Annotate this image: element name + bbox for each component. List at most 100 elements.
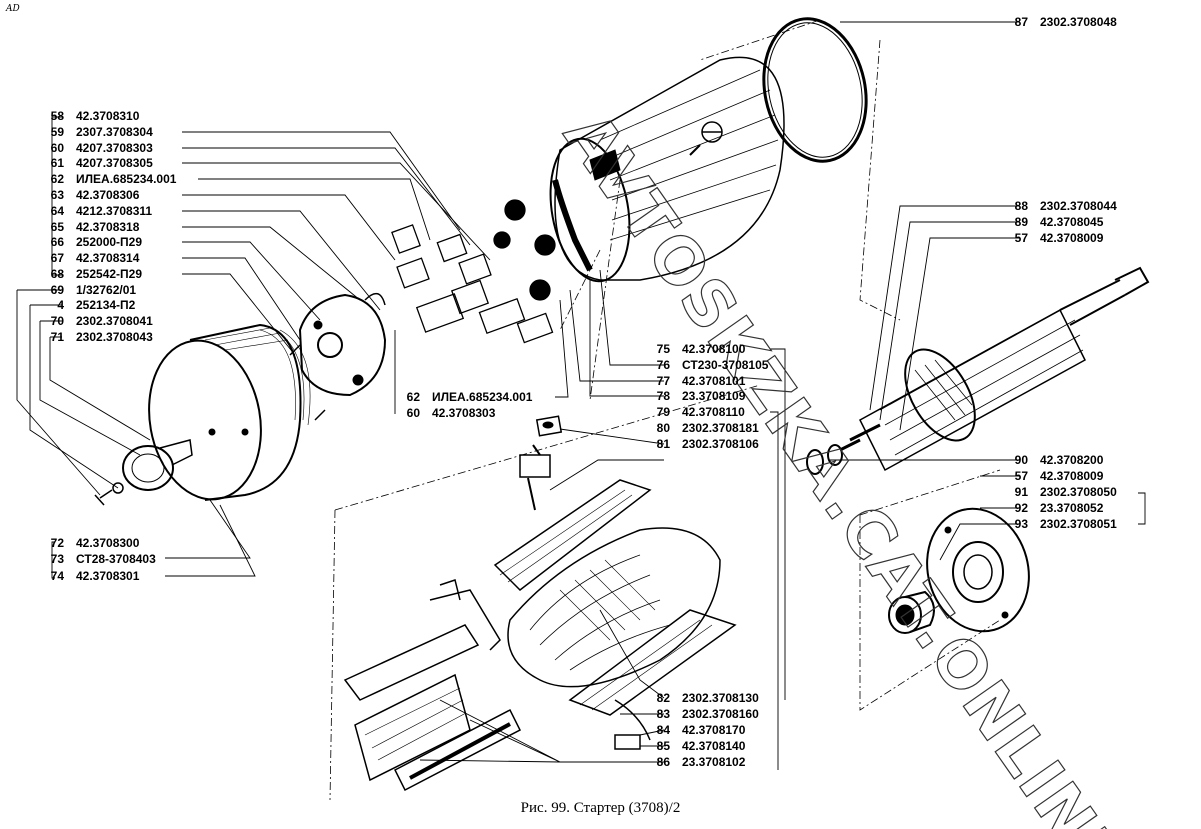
part-number: 252542-П29 (76, 267, 143, 281)
part-number: 23.3708102 (682, 755, 746, 769)
callout-number: 83 (656, 707, 670, 721)
callout: 4 252134-П2 (40, 298, 135, 312)
terminal-parts (519, 415, 563, 511)
callout: 60 4207.3708303 (40, 141, 153, 155)
small-screws (94, 344, 326, 506)
connector-wires (439, 579, 651, 750)
drive-end-cover (926, 507, 1030, 633)
washer-ring (806, 444, 843, 475)
callout: 86 23.3708102 (646, 755, 746, 769)
callout-number: 90 (1014, 453, 1028, 467)
part-number: ИЛЕА.685234.001 (76, 172, 177, 186)
sealing-ring-87 (762, 17, 868, 163)
part-number: 2302.3708043 (76, 330, 153, 344)
part-number: 42.3708310 (76, 109, 140, 123)
part-number: 42.3708045 (1040, 215, 1104, 229)
callout: 57 42.3708009 (1004, 469, 1104, 483)
callout-number: 69 (50, 283, 64, 297)
callout: 59 2307.3708304 (40, 125, 153, 139)
part-number: 42.3708200 (1040, 453, 1104, 467)
part-number: 42.3708009 (1040, 469, 1104, 483)
callout-number: 59 (50, 125, 64, 139)
part-number: 42.3708300 (76, 536, 140, 550)
callout-number: 57 (1014, 469, 1028, 483)
brush-plate (298, 293, 387, 397)
part-number: 252000-П29 (76, 235, 143, 249)
callout: 89 42.3708045 (1004, 215, 1104, 229)
part-number: 1/32762/01 (76, 283, 137, 297)
callout-number: 78 (656, 389, 670, 403)
callout-number: 81 (656, 437, 670, 451)
leader-lines (16, 21, 1146, 770)
part-number: 252134-П2 (76, 298, 136, 312)
part-number: 2302.3708160 (682, 707, 759, 721)
callout-number: 93 (1014, 517, 1028, 531)
callout: 66 252000-П29 (40, 235, 142, 249)
callout: 71 2302.3708043 (40, 330, 153, 344)
callout-number: 60 (50, 141, 64, 155)
part-number: 2302.3708130 (682, 691, 759, 705)
corner-mark: AD (6, 4, 20, 14)
figure-caption: Рис. 99. Стартер (3708)/2 (520, 800, 681, 816)
part-number: 2307.3708304 (76, 125, 153, 139)
part-number: 42.3708100 (682, 342, 746, 356)
callout: 58 42.3708310 (40, 109, 140, 123)
bearing-bushing (888, 590, 935, 634)
callout-number: 57 (1014, 231, 1028, 245)
screw-icon (689, 121, 723, 156)
part-number: 2302.3708106 (682, 437, 759, 451)
part-number: 42.3708314 (76, 251, 140, 265)
callout-number: 66 (50, 235, 64, 249)
part-number: 2302.3708041 (76, 314, 153, 328)
pole-shoes (343, 624, 522, 792)
part-number: СТ28-3708403 (76, 552, 156, 566)
callout-number: 86 (656, 755, 670, 769)
callout-number: 60 (406, 406, 420, 420)
part-number: 23.3708052 (1040, 501, 1104, 515)
callout: 60 42.3708303 (396, 406, 496, 420)
part-number: 42.3708301 (76, 569, 140, 583)
callout-number: 68 (50, 267, 64, 281)
callout-number: 82 (656, 691, 670, 705)
callout-number: 91 (1014, 485, 1028, 499)
part-number: 4207.3708303 (76, 141, 153, 155)
bushing-cap (122, 439, 193, 491)
callout-number: 89 (1014, 215, 1028, 229)
callout-number: 77 (656, 374, 670, 388)
callout-number: 58 (50, 109, 64, 123)
part-number: 2302.3708050 (1040, 485, 1117, 499)
field-coils (429, 479, 737, 716)
callout: 77 42.3708101 (646, 374, 746, 388)
callout-number: 88 (1014, 199, 1028, 213)
callout-number: 63 (50, 188, 64, 202)
callout-number: 71 (50, 330, 64, 344)
callout: 83 2302.3708160 (646, 707, 759, 721)
part-number: 42.3708101 (682, 374, 746, 388)
part-number: 42.3708318 (76, 220, 140, 234)
callout-number: 62 (50, 172, 64, 186)
assembly-guide-lines (329, 19, 1001, 801)
callout: 91 2302.3708050 (1004, 485, 1117, 499)
rear-cover (148, 323, 311, 501)
part-number: 4212.3708311 (76, 204, 153, 218)
callout-number: 4 (57, 298, 64, 312)
part-number: 42.3708303 (432, 406, 496, 420)
